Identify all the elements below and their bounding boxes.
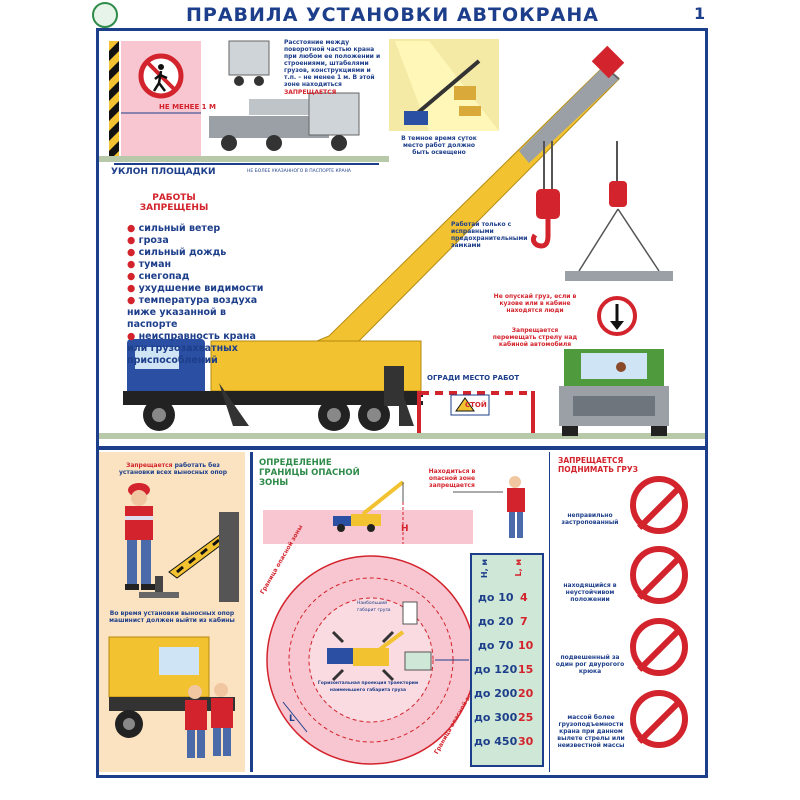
table-cell-h: до 20	[478, 615, 514, 628]
max-size-note: Наибольший габарит груза	[357, 601, 391, 613]
slope-note: НЕ БОЛЕЕ УКАЗАННОГО В ПАСПОРТЕ КРАНА	[246, 169, 352, 174]
table-cell-l: 4	[520, 591, 528, 604]
table-cell-l: 7	[520, 615, 528, 628]
list-item: ● неисправность крана или грузозахватных…	[127, 331, 256, 366]
small-crane-top-icon	[209, 40, 360, 151]
dist-note: Горизонтальная проекция траектории наиме…	[317, 681, 419, 693]
forbidden-item: находящийся в неустойчивом положении	[563, 582, 617, 603]
forbidden-lifts-panel: ЗАПРЕЩАЕТСЯ ПОДНИМАТЬ ГРУЗ неправильно з…	[550, 452, 705, 772]
hazard-stripes-icon	[109, 41, 119, 161]
sheet-number: 1	[694, 4, 706, 23]
works-forbidden-list: ● сильный ветер ● гроза ● сильный дождь …	[127, 223, 277, 367]
publisher-logo-icon	[92, 2, 118, 28]
distance-table: H, м L, м до 10 4 до 20 7 до 70 10 до 12…	[470, 553, 544, 767]
list-item: ● ухудшение видимости	[127, 283, 264, 294]
distance-note: Расстояние между поворотной частью крана…	[284, 39, 381, 88]
main-crane-icon	[123, 45, 625, 431]
danger-zone-title: ОПРЕДЕЛЕНИЕ ГРАНИЦЫ ОПАСНОЙ ЗОНЫ	[259, 458, 360, 488]
table-cell-l: 10	[518, 639, 534, 652]
cabin-note: Во время установки выносных опор машинис…	[109, 610, 235, 624]
top-panel: НЕ МЕНЕЕ 1 М Расстояние между поворотной…	[99, 31, 705, 445]
forbidden-item: неправильно застропованный	[561, 512, 619, 526]
prohibited-sign-icon	[630, 546, 688, 604]
table-cell-h: до 70	[478, 639, 514, 652]
table-header-h: H, м	[480, 559, 489, 579]
worker-icon	[211, 683, 233, 756]
table-cell-h: до 200	[474, 687, 518, 700]
list-item: ● сильный дождь	[127, 247, 227, 258]
section-divider	[99, 446, 705, 450]
hook-icon	[530, 141, 560, 249]
sling-load-icon	[565, 141, 673, 281]
table-cell-h: до 450	[474, 735, 518, 748]
page-title: ПРАВИЛА УСТАНОВКИ АВТОКРАНА	[186, 4, 599, 26]
night-note: В темное время суток место работ должно …	[401, 135, 477, 156]
distance-label: НЕ МЕНЕЕ 1 М	[159, 103, 216, 111]
worker-icon	[185, 685, 207, 758]
distance-forbidden: ЗАПРЕЩАЕТСЯ	[284, 89, 337, 96]
forbidden-item: подвешенный за один рог двурогого крюка	[555, 654, 625, 675]
list-item: ● температура воздуха ниже указанной в п…	[127, 295, 258, 330]
stop-sign: СТОЙ	[465, 401, 487, 409]
danger-note: Находиться в опасной зоне запрещается	[428, 468, 476, 489]
top-illustration	[99, 39, 705, 439]
forbidden-item: массой более грузоподъемности крана при …	[557, 714, 625, 749]
green-truck-icon	[559, 349, 669, 436]
top-view-crane-icon	[327, 630, 405, 682]
table-header-l: L, м	[514, 559, 523, 577]
list-item: ● снегопад	[127, 271, 190, 282]
works-forbidden-title: РАБОТЫ ЗАПРЕЩЕНЫ	[139, 193, 209, 213]
arrow-down-sign-icon	[597, 296, 637, 336]
worker-icon	[125, 483, 155, 590]
label-l: L	[289, 714, 295, 724]
no-lower-note: Не опускай груз, если в кузове или в каб…	[493, 293, 577, 314]
table-cell-h: до 120	[474, 663, 518, 676]
prohibited-sign-icon	[630, 618, 688, 676]
prohibited-sign-icon	[630, 476, 688, 534]
barrier-fence-icon	[417, 391, 535, 433]
label-h: H	[401, 524, 409, 534]
hooks-note: Работай только с исправными предохраните…	[451, 221, 528, 249]
slope-label: УКЛОН ПЛОЩАДКИ	[111, 167, 216, 177]
fence-label: ОГРАДИ МЕСТО РАБОТ	[427, 374, 520, 382]
list-item: ● гроза	[127, 235, 169, 246]
table-cell-l: 25	[518, 711, 534, 724]
outriggers-illustration	[108, 483, 239, 758]
danger-zone-diagram	[263, 476, 525, 765]
table-cell-h: до 10	[478, 591, 514, 604]
list-item: ● сильный ветер	[127, 223, 221, 234]
table-cell-l: 20	[518, 687, 534, 700]
table-cell-h: до 300	[474, 711, 518, 724]
no-boom-note: Запрещается перемещать стрелу над кабино…	[492, 327, 578, 348]
worker-icon	[507, 476, 525, 538]
table-cell-l: 30	[518, 735, 534, 748]
small-crane-icon	[333, 480, 405, 532]
prohibited-sign-icon	[630, 690, 688, 748]
forbidden-lifts-title: ЗАПРЕЩАЕТСЯ ПОДНИМАТЬ ГРУЗ	[558, 456, 638, 474]
outriggers-panel: Запрещается работать без установки всех …	[99, 452, 245, 772]
table-cell-l: 15	[518, 663, 534, 676]
outriggers-note: Запрещается работать без установки всех …	[118, 462, 228, 476]
list-item: ● туман	[127, 259, 172, 270]
night-crane-icon	[404, 59, 481, 125]
